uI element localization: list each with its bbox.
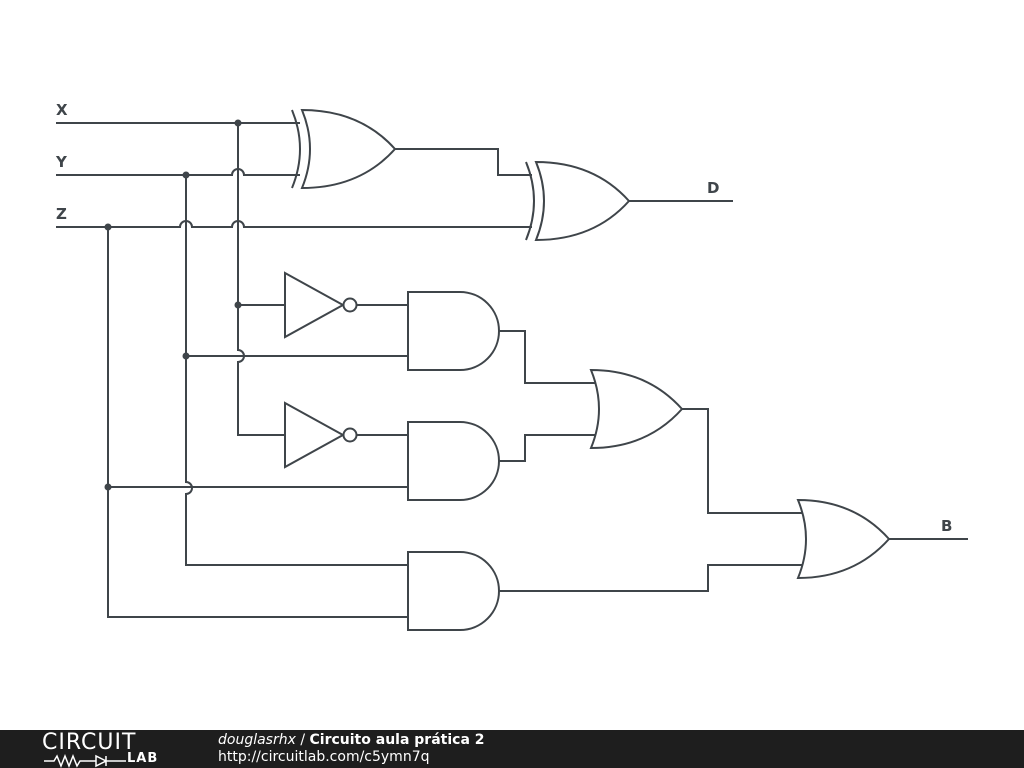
or-gate-2 [796, 498, 891, 580]
junction-dot [104, 223, 112, 231]
circuit-title[interactable]: Circuito aula prática 2 [309, 732, 485, 748]
circuit-schematic: X Y Z D B [55, 101, 968, 631]
wire-xor1-to-xor2 [395, 148, 532, 176]
not-gate-2 [284, 401, 358, 469]
footer-bar: CIRCUIT LAB douglasrhx / Circuito aula p… [0, 730, 1024, 768]
circuit-url-link[interactable]: http://circuitlab.com/c5ymn7q [218, 749, 430, 765]
input-label-y: Y [55, 153, 68, 171]
junction-dot [182, 171, 190, 179]
not-gate-1 [284, 271, 358, 339]
junction-dot [234, 301, 242, 309]
or-gate-1 [589, 368, 684, 450]
input-label-x: X [56, 101, 68, 119]
circuitlab-logo[interactable]: CIRCUIT LAB [42, 730, 182, 768]
bus-y [185, 175, 408, 566]
output-label-d: D [707, 179, 719, 197]
output-label-b: B [941, 517, 952, 535]
wire-and1-to-or1 [499, 330, 599, 384]
bus-z [107, 227, 408, 618]
separator: / [295, 732, 310, 748]
wire-or1-to-or2 [682, 408, 806, 514]
and-gate-3 [407, 551, 500, 631]
logo-text-bottom: LAB [127, 751, 159, 766]
and-gate-2 [407, 421, 500, 501]
credit-line: douglasrhx / Circuito aula prática 2 [218, 732, 485, 748]
wire-and3-to-or2 [499, 564, 806, 592]
wire-y [56, 168, 300, 176]
junction-dot [104, 483, 112, 491]
logo-text-top: CIRCUIT [42, 730, 137, 755]
input-label-z: Z [56, 205, 67, 223]
xor-gate-2 [525, 160, 631, 242]
junction-dot [182, 352, 190, 360]
author-link[interactable]: douglasrhx [218, 732, 296, 748]
xor-gate-1 [291, 108, 397, 190]
wire-and2-to-or1 [499, 434, 599, 462]
resistor-diode-icon [44, 754, 126, 768]
and-gate-1 [407, 291, 500, 371]
junction-dot [234, 119, 242, 127]
bus-x [237, 123, 285, 436]
wire-z [56, 220, 532, 228]
